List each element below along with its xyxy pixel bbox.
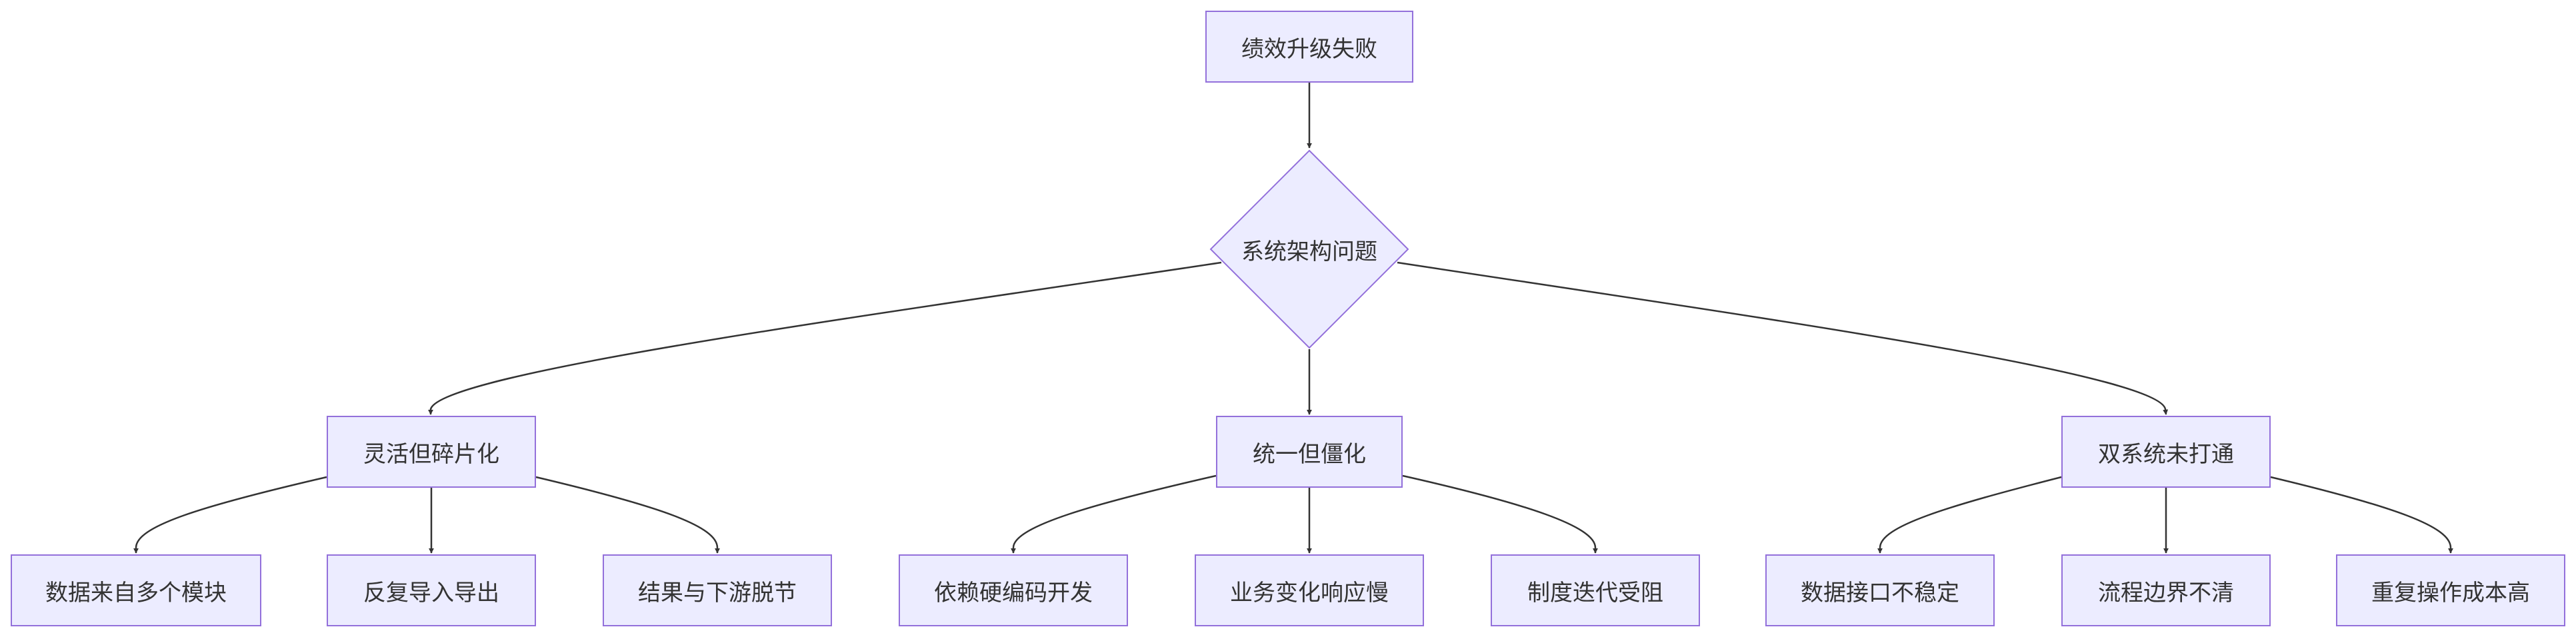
node-leaf-hardcode: 依赖硬编码开发 (899, 554, 1128, 626)
node-leaf-boundary: 流程边界不清 (2061, 554, 2271, 626)
node-leaf-blocked-label: 制度迭代受阻 (1527, 579, 1663, 606)
node-leaf-hardcode-label: 依赖硬编码开发 (934, 579, 1093, 606)
node-flexible: 灵活但碎片化 (327, 416, 536, 488)
node-leaf-import-export: 反复导入导出 (327, 554, 536, 626)
node-leaf-slow: 业务变化响应慢 (1195, 554, 1424, 626)
node-dual-label: 双系统未打通 (2098, 440, 2234, 468)
edge-dual-to-leaf_cost (2270, 476, 2453, 554)
decision-diamond-shape (1209, 149, 1409, 349)
node-leaf-boundary-label: 流程边界不清 (2098, 579, 2234, 606)
edge-flexible-to-leaf_data_modules (133, 476, 327, 554)
node-unified: 统一但僵化 (1216, 416, 1403, 488)
node-leaf-cost: 重复操作成本高 (2336, 554, 2565, 626)
node-leaf-import-export-label: 反复导入导出 (363, 579, 499, 606)
node-unified-label: 统一但僵化 (1253, 440, 1366, 468)
edge-decision-to-dual (1397, 261, 2169, 415)
node-dual: 双系统未打通 (2061, 416, 2271, 488)
edge-flexible-to-leaf_downstream (535, 476, 720, 554)
node-leaf-cost-label: 重复操作成本高 (2371, 579, 2530, 606)
node-leaf-data-modules: 数据来自多个模块 (11, 554, 261, 626)
node-leaf-data-modules-label: 数据来自多个模块 (45, 579, 227, 606)
edge-dual-to-leaf_interface (1877, 476, 2062, 554)
node-leaf-downstream: 结果与下游脱节 (603, 554, 832, 626)
node-leaf-interface: 数据接口不稳定 (1765, 554, 1995, 626)
node-leaf-interface-label: 数据接口不稳定 (1801, 579, 1959, 606)
node-leaf-slow-label: 业务变化响应慢 (1230, 579, 1389, 606)
edge-unified-to-leaf_blocked (1402, 474, 1598, 554)
node-root-label: 绩效升级失败 (1241, 35, 1377, 63)
edge-decision-to-flexible (428, 261, 1222, 415)
node-root: 绩效升级失败 (1205, 11, 1413, 83)
node-flexible-label: 灵活但碎片化 (363, 440, 499, 468)
node-decision-label: 系统架构问题 (1241, 238, 1377, 265)
node-decision: 系统架构问题 (1209, 149, 1409, 349)
edge-unified-to-leaf_hardcode (1011, 474, 1217, 554)
node-leaf-downstream-label: 结果与下游脱节 (638, 579, 797, 606)
node-leaf-blocked: 制度迭代受阻 (1491, 554, 1700, 626)
